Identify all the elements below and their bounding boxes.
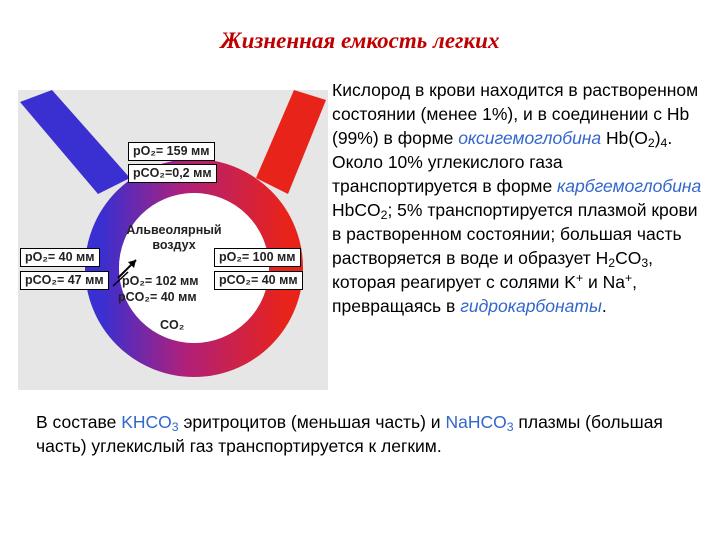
arrow-head-icon <box>128 260 136 268</box>
text-fragment: В составе <box>36 412 122 432</box>
term-bicarbonates: гидрокарбонаты <box>460 296 602 316</box>
superscript: + <box>625 271 633 285</box>
subscript: 2 <box>380 208 388 222</box>
text-fragment: . <box>667 128 673 148</box>
subscript: 2 <box>647 136 655 150</box>
text-fragment: ; 5% транспортируется плазмой крови в ра… <box>332 200 698 268</box>
venous-vessel <box>20 90 130 194</box>
alveolar-air-line1: Альвеолярный <box>126 223 222 237</box>
term-oxyhemoglobin: оксигемоглобина <box>458 128 602 148</box>
alveolus-blood-flow-graphic <box>18 90 328 390</box>
page-title: Жизненная емкость легких <box>220 28 500 53</box>
center-pco2-label: pCO₂= 40 мм <box>118 290 197 304</box>
arterial-vessel <box>256 90 326 194</box>
top-po2-label: pO₂= 159 мм <box>128 142 215 161</box>
text-fragment: Около 10% углекислого газа транспортируе… <box>332 152 563 196</box>
alveolar-diagram: pO₂= 159 мм pCO₂=0,2 мм Альвеолярный воз… <box>18 90 328 390</box>
top-pco2-label: pCO₂=0,2 мм <box>128 164 217 183</box>
alveolar-air-line2: воздух <box>152 238 196 252</box>
text-fragment: эритроцитов (меньшая часть) и <box>178 412 446 432</box>
superscript: + <box>575 271 584 285</box>
formula-khco3: KHCO <box>121 412 172 432</box>
text-fragment: Hb(O <box>601 128 648 148</box>
co2-label: CO₂ <box>160 318 185 332</box>
text-fragment: . <box>601 296 607 316</box>
subscript: 3 <box>641 256 649 270</box>
text-fragment: , которая реагирует с солями K <box>332 248 654 292</box>
bicarbonate-transport-text: В составе KHCO3 эритроцитов (меньшая час… <box>36 410 706 458</box>
oxygen-co2-transport-text: Кислород в крови находится в растворенно… <box>332 78 702 318</box>
co2-diffusion-arrow <box>112 271 129 287</box>
right-po2-label: pO₂= 100 мм <box>214 248 301 267</box>
text-fragment: HbCO <box>332 200 381 220</box>
alveolar-air-label: Альвеолярный воздух <box>119 223 229 253</box>
right-pco2-label: pCO₂= 40 мм <box>214 271 303 290</box>
text-fragment: , превращаясь в <box>332 272 638 316</box>
text-fragment: Кислород в крови находится в растворенно… <box>332 80 699 148</box>
subscript: 2 <box>608 256 616 270</box>
center-po2-label: pO₂= 102 мм <box>122 274 199 288</box>
formula-nahco3: NaHCO <box>445 412 507 432</box>
term-carbhemoglobin: карбгемоглобина <box>557 176 702 196</box>
alveolus-interior <box>119 193 269 343</box>
text-fragment: и Na <box>583 272 625 292</box>
subscript: 3 <box>171 420 179 434</box>
text-fragment: ) <box>654 128 661 148</box>
text-fragment: плазмы (большая часть) углекислый газ тр… <box>36 412 663 456</box>
subscript: 3 <box>506 420 514 434</box>
subscript: 4 <box>660 136 668 150</box>
left-po2-label: pO₂= 40 мм <box>20 248 100 267</box>
left-pco2-label: pCO₂= 47 мм <box>20 271 109 290</box>
text-fragment: CO <box>615 248 642 268</box>
